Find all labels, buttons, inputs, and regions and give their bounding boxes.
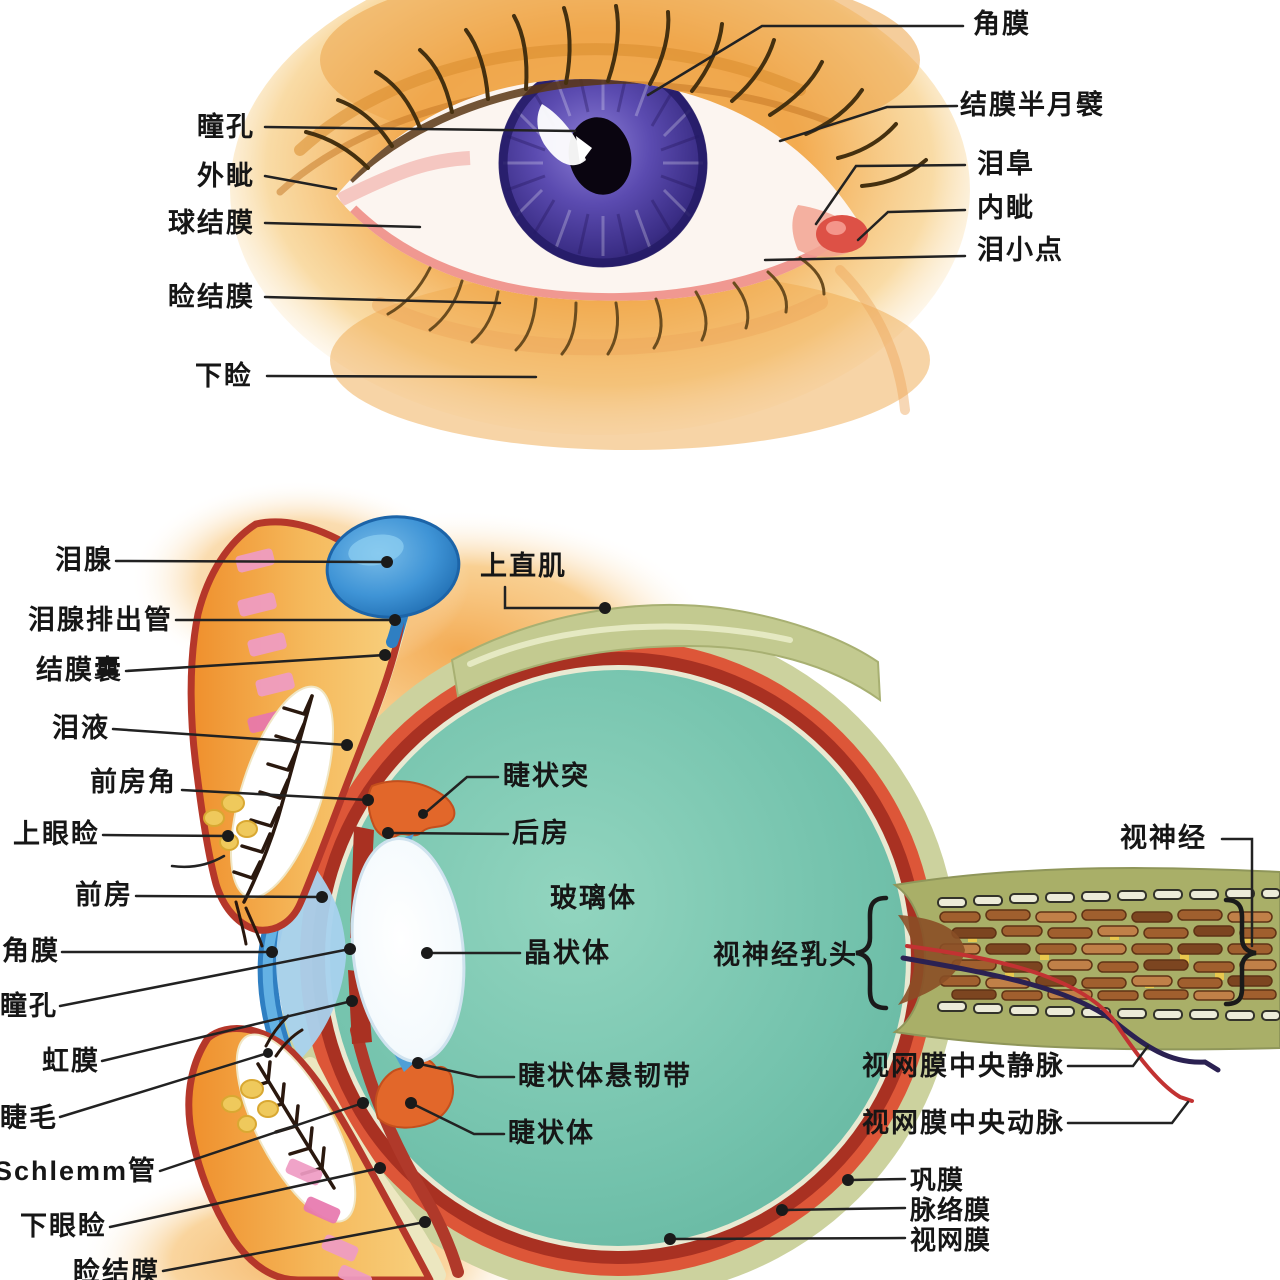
external-eye-photo bbox=[230, 0, 970, 450]
vitreous-shape bbox=[330, 670, 906, 1246]
label-optic-nerve: 视神经 bbox=[1120, 823, 1207, 853]
superior-rectus-shape bbox=[450, 604, 882, 703]
label-ciliary-process: 睫状突 bbox=[503, 761, 590, 791]
label-pupil-diagram: 瞳孔 bbox=[0, 991, 58, 1021]
label-anterior-chamber: 前房 bbox=[75, 880, 133, 910]
label-choroid: 脉络膜 bbox=[910, 1195, 992, 1225]
label-lacrimal-gland: 泪腺 bbox=[55, 545, 113, 575]
leader-lines bbox=[58, 24, 1254, 1273]
label-posterior-chamber: 后房 bbox=[512, 818, 570, 848]
label-medial-canthus: 内眦 bbox=[977, 193, 1035, 223]
label-cornea-photo: 角膜 bbox=[973, 9, 1031, 39]
label-anterior-chamber-angle: 前房角 bbox=[90, 767, 177, 797]
label-central-retinal-vein: 视网膜中央静脉 bbox=[862, 1051, 1065, 1081]
label-upper-eyelid: 上眼睑 bbox=[13, 819, 100, 849]
label-schlemm-canal: Schlemm管 bbox=[0, 1156, 157, 1186]
label-palpebral-conjunctiva-diagram: 睑结膜 bbox=[73, 1257, 160, 1280]
label-lower-eyelid: 下眼睑 bbox=[20, 1211, 107, 1241]
label-sclera: 巩膜 bbox=[910, 1165, 965, 1195]
label-central-retinal-artery: 视网膜中央动脉 bbox=[862, 1108, 1065, 1138]
label-lacrimal-caruncle: 泪阜 bbox=[977, 149, 1035, 179]
label-pupil: 瞳孔 bbox=[197, 112, 255, 142]
label-lacrimal-ducts: 泪腺排出管 bbox=[28, 605, 173, 635]
central-retinal-artery-shape bbox=[905, 944, 1194, 1103]
label-conjunctival-sac: 结膜囊 bbox=[36, 655, 123, 685]
label-optic-disc: 视神经乳头 bbox=[713, 940, 858, 970]
label-lateral-canthus: 外眦 bbox=[197, 161, 255, 191]
brace-optic-disc bbox=[855, 895, 889, 1011]
eyeball-cross-section bbox=[80, 480, 1280, 1280]
tarsal-gland-upper bbox=[232, 694, 314, 904]
central-retinal-vein-shape bbox=[900, 955, 1221, 1073]
label-iris: 虹膜 bbox=[42, 1046, 100, 1076]
label-plica-semilunaris: 结膜半月襞 bbox=[960, 90, 1105, 120]
leader-dots bbox=[222, 556, 854, 1245]
brace-optic-nerve bbox=[1223, 897, 1257, 1007]
nerve-fibers bbox=[939, 909, 1277, 1001]
label-cornea-diagram: 角膜 bbox=[2, 936, 60, 966]
label-zonule: 睫状体悬韧带 bbox=[518, 1061, 692, 1091]
label-lens: 晶状体 bbox=[524, 938, 611, 968]
label-lacrimal-punctum: 泪小点 bbox=[977, 235, 1064, 265]
dura-sheath bbox=[937, 888, 1280, 1021]
label-ciliary-body: 睫状体 bbox=[508, 1118, 595, 1148]
label-retina: 视网膜 bbox=[910, 1225, 992, 1255]
label-palpebral-conjunctiva: 睑结膜 bbox=[168, 282, 255, 312]
optic-nerve-shape bbox=[892, 867, 1280, 1103]
label-tear-fluid: 泪液 bbox=[52, 713, 110, 743]
label-bulbar-conjunctiva: 球结膜 bbox=[168, 208, 255, 238]
label-lower-lid: 下睑 bbox=[195, 361, 253, 391]
label-eyelashes: 睫毛 bbox=[0, 1103, 58, 1133]
label-superior-rectus: 上直肌 bbox=[480, 551, 567, 581]
ciliary-body-upper-shape bbox=[367, 780, 456, 840]
lower-lashes bbox=[386, 256, 826, 356]
label-vitreous-body: 玻璃体 bbox=[550, 883, 637, 913]
